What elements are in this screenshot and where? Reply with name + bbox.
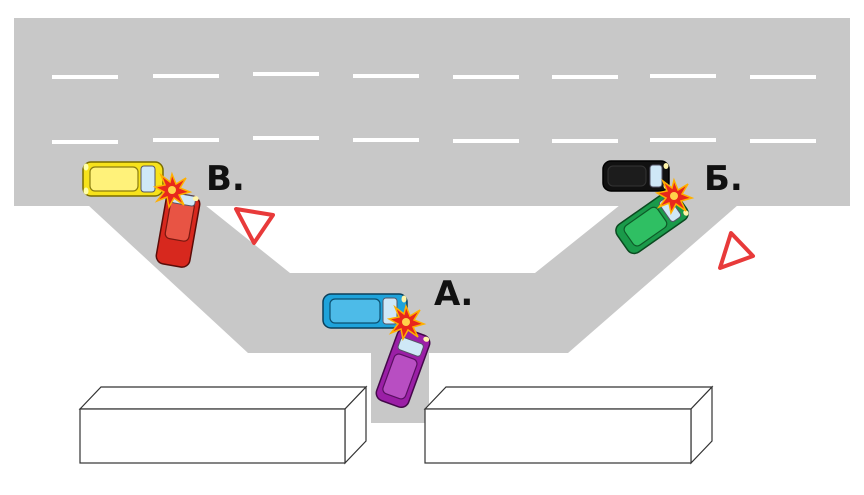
yield-triangle-icon xyxy=(718,231,755,270)
lane-markings-bottom xyxy=(52,136,816,144)
lane-markings-top xyxy=(52,72,816,79)
car-yellow xyxy=(82,161,164,197)
crash-burst-icon xyxy=(152,171,193,210)
car-black xyxy=(602,160,670,192)
building-right xyxy=(423,385,714,465)
crash-burst-icon xyxy=(654,177,695,216)
crash-burst-icon xyxy=(386,303,427,342)
yield-triangle-icon xyxy=(234,207,275,245)
label-b: Б. xyxy=(704,159,743,199)
car-red xyxy=(155,191,201,268)
building-left xyxy=(78,385,368,465)
label-v: В. xyxy=(206,159,245,199)
label-a: А. xyxy=(434,274,473,314)
side-road xyxy=(88,205,738,353)
car-blue xyxy=(322,293,408,329)
